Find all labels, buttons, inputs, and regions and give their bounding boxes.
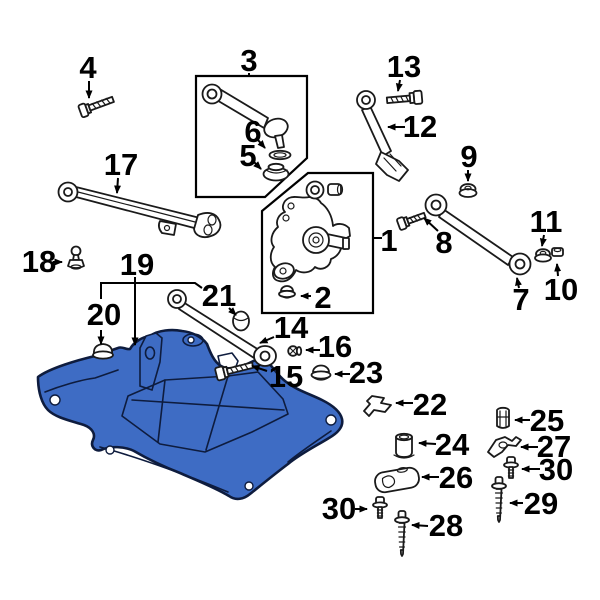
part-25-clip[interactable] [496,406,510,429]
callout-17[interactable]: 17 [104,147,138,182]
part-16-grommet[interactable] [287,345,303,357]
callout-13[interactable]: 13 [387,49,421,84]
callout-25[interactable]: 25 [530,403,564,438]
callout-24[interactable]: 24 [435,427,470,462]
leader-13 [395,79,403,92]
part-13-bolt[interactable] [385,89,424,107]
callout-8[interactable]: 8 [435,225,452,260]
leader-11 [539,234,547,247]
callout-21[interactable]: 21 [202,278,236,313]
part-5-dust-boot[interactable] [262,162,290,182]
callout-3[interactable]: 3 [240,43,257,78]
leader-14 [259,336,275,344]
callout-20[interactable]: 20 [87,297,121,332]
part-27-bracket[interactable] [487,436,522,458]
callout-26[interactable]: 26 [439,460,473,495]
leader-bracket-19-20-21 [100,282,203,299]
leader-8 [423,217,439,232]
part-14-lower-arm[interactable] [167,289,277,367]
callout-30-right[interactable]: 30 [539,452,573,487]
callout-7[interactable]: 7 [512,282,529,317]
callout-15[interactable]: 15 [269,359,303,394]
callout-30-left[interactable]: 30 [322,491,356,526]
part-11-nut[interactable] [534,248,552,263]
part-30-bolt-left[interactable] [372,496,388,519]
callout-29[interactable]: 29 [524,486,558,521]
callout-10[interactable]: 10 [544,272,578,307]
part-28-screw[interactable] [394,510,410,557]
leader-28 [411,521,429,529]
part-9-nut[interactable] [458,183,478,198]
leader-10 [554,263,562,277]
callout-4[interactable]: 4 [79,50,97,85]
part-10-nut[interactable] [551,247,564,257]
part-4-bolt[interactable] [77,94,115,119]
callout-5[interactable]: 5 [239,138,256,173]
part-7-lateral-arm[interactable] [424,193,532,276]
part-19-subframe-crossmember[interactable] [36,328,344,501]
part-12-arm[interactable] [356,90,409,182]
leader-7 [515,277,522,289]
part-24-cap[interactable] [393,432,415,459]
callout-22[interactable]: 22 [413,387,447,422]
callout-27[interactable]: 27 [537,429,571,464]
leader-6 [257,139,266,149]
part-21-damper-bushing[interactable] [232,310,250,332]
part-3-upper-control-arm[interactable] [201,83,291,149]
part-1-knuckle[interactable] [269,180,351,283]
subframe-tower-bracket [139,332,163,392]
callout-14[interactable]: 14 [274,310,309,345]
part-20-damper[interactable] [92,343,114,360]
part-8-bolt[interactable] [396,210,427,231]
callout-28[interactable]: 28 [429,508,463,543]
part-29-screw[interactable] [491,476,507,523]
leader-24 [418,439,437,447]
callout-2[interactable]: 2 [314,280,331,315]
callout-18[interactable]: 18 [22,244,56,279]
part-2-grommet[interactable] [278,285,296,299]
callout-12[interactable]: 12 [403,109,437,144]
callout-6[interactable]: 6 [244,114,261,149]
callout-23[interactable]: 23 [349,355,383,390]
part-17-trailing-arm[interactable] [57,181,222,239]
part-22-shim-clip[interactable] [363,395,392,417]
part-26-plate[interactable] [373,465,420,494]
part-30-bolt-right[interactable] [503,456,519,479]
part-6-washer[interactable] [268,149,292,161]
leader-15 [251,365,268,372]
leader-21 [228,307,237,316]
callout-16[interactable]: 16 [318,329,352,364]
callout-11[interactable]: 11 [530,204,563,239]
part-18-stud[interactable] [67,245,85,270]
callout-9[interactable]: 9 [460,139,477,174]
part-23-grommet[interactable] [310,364,332,381]
callout-1[interactable]: 1 [380,223,397,258]
leader-5 [253,161,262,170]
leader-17 [114,177,121,194]
callout-19[interactable]: 19 [120,247,154,282]
